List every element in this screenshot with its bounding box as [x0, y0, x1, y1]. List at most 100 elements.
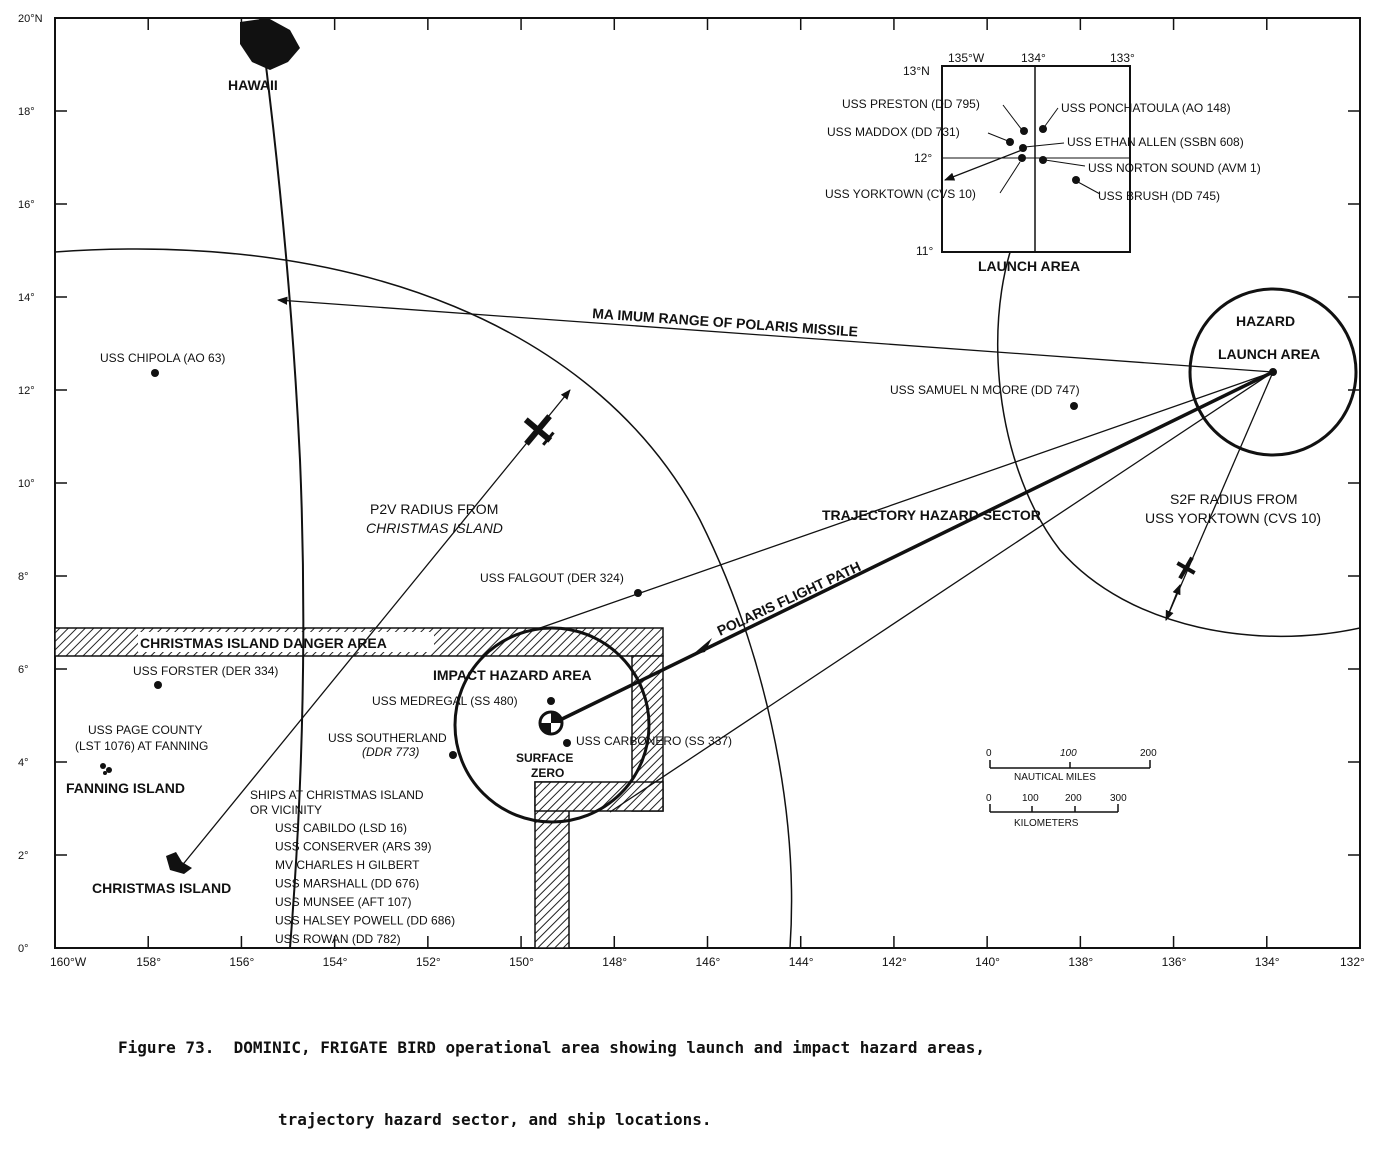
lon-tick-label: 136° [1162, 955, 1187, 969]
lon-tick-label: 148° [602, 955, 627, 969]
hawaii-label: HAWAII [228, 77, 278, 93]
lat-tick-label: 18° [18, 106, 35, 118]
inset-label-ponchatoula: USS PONCHATOULA (AO 148) [1061, 101, 1231, 115]
inset-label-preston: USS PRESTON (DD 795) [842, 97, 980, 111]
longitude-axis: 160°W 158° 156° 154° 152° 150° 148° 146° 144° 142… [50, 18, 1365, 969]
impact-hazard-label: IMPACT HAZARD AREA [433, 667, 592, 683]
caption-line-2: trajectory hazard sector, and ship locat… [278, 1110, 712, 1129]
lat-tick-label: 20°N [18, 13, 43, 25]
nm-tick-200: 200 [1140, 748, 1157, 759]
inset-lon-134: 134° [1021, 51, 1046, 65]
christmas-island-icon [166, 852, 192, 874]
danger-area-label: CHRISTMAS ISLAND DANGER AREA [140, 635, 387, 651]
ship-label-falgout: USS FALGOUT (DER 324) [480, 571, 624, 585]
s2f-radius-arrow [1165, 371, 1274, 621]
launch-point-marker [1269, 368, 1277, 376]
inset-lat-11: 11° [916, 244, 933, 258]
lon-tick-label: 152° [416, 955, 441, 969]
s2f-radius-arrow-head [1165, 584, 1181, 621]
lon-tick-label: 146° [696, 955, 721, 969]
christmas-ship-item: USS CABILDO (LSD 16) [275, 821, 407, 835]
inset-label-brush: USS BRUSH (DD 745) [1098, 189, 1220, 203]
inset-label-maddox: USS MADDOX (DD 731) [827, 125, 960, 139]
lon-tick-label: 150° [509, 955, 534, 969]
inset-lon-135: 135°W [948, 51, 985, 65]
hazard-label-1: HAZARD [1236, 313, 1295, 329]
lon-tick-label: 144° [789, 955, 814, 969]
hazard-launch-circle [1188, 287, 1358, 457]
km-tick-100: 100 [1022, 793, 1039, 804]
lat-tick-label: 8° [18, 571, 29, 583]
lat-tick-label: 4° [18, 757, 29, 769]
ship-label-page-county: USS PAGE COUNTY [88, 723, 202, 737]
christmas-ship-item: USS HALSEY POWELL (DD 686) [275, 914, 455, 928]
christmas-ships-header: SHIPS AT CHRISTMAS ISLAND [250, 788, 424, 802]
s2f-aircraft-icon [1176, 556, 1196, 580]
p2v-aircraft-icon [523, 414, 555, 446]
lat-tick-label: 6° [18, 664, 29, 676]
latitude-axis: 20°N 18° 16° 14° 12° 10° 8° 6° 4° 2° 0° [18, 13, 1360, 955]
lon-tick-label: 154° [323, 955, 348, 969]
inset-label-norton-sound: USS NORTON SOUND (AVM 1) [1088, 161, 1261, 175]
km-label: KILOMETERS [1014, 818, 1079, 829]
impact-hazard-circle [453, 626, 651, 824]
ship-label-page-county-2: (LST 1076) AT FANNING [75, 739, 208, 753]
lon-tick-label: 156° [229, 955, 254, 969]
km-tick-300: 300 [1110, 793, 1127, 804]
christmas-ships-list: USS CABILDO (LSD 16) USS CONSERVER (ARS 3… [275, 821, 455, 946]
flight-path-arrowhead [692, 638, 712, 655]
lat-tick-label: 2° [18, 850, 29, 862]
christmas-ship-item: MV CHARLES H GILBERT [275, 858, 420, 872]
ship-label-southerland: USS SOUTHERLAND [328, 731, 447, 745]
p2v-label-1: P2V RADIUS FROM [370, 501, 498, 517]
inset-lon-133: 133° [1110, 51, 1135, 65]
lon-tick-label: 138° [1068, 955, 1093, 969]
nm-tick-100: 100 [1060, 748, 1077, 759]
lat-tick-label: 16° [18, 199, 35, 211]
lon-tick-label: 142° [882, 955, 907, 969]
lon-tick-label: 132° [1340, 955, 1365, 969]
christmas-ships-header-2: OR VICINITY [250, 803, 322, 817]
ship-label-carbonero: USS CARBONERO (SS 337) [576, 734, 732, 748]
p2v-radius-arrow [179, 389, 571, 869]
km-tick-200: 200 [1065, 793, 1082, 804]
inset-label-ethan-allen: USS ETHAN ALLEN (SSBN 608) [1067, 135, 1244, 149]
fanning-island-label: FANNING ISLAND [66, 780, 185, 796]
max-range-arrow [276, 296, 1274, 373]
surface-zero-label-1: SURFACE [516, 751, 573, 765]
hazard-label-2: LAUNCH AREA [1218, 346, 1320, 362]
lon-tick-label: 140° [975, 955, 1000, 969]
launch-area-inset [941, 65, 1131, 253]
maximum-range-arc [259, 18, 305, 948]
surface-zero-label-2: ZERO [531, 766, 564, 780]
trajectory-sector-label: TRAJECTORY HAZARD SECTOR [822, 507, 1041, 523]
figure-caption: Figure 73. DOMINIC, FRIGATE BIRD operati… [118, 988, 1368, 1156]
inset-title: LAUNCH AREA [978, 258, 1080, 274]
sector-line-lower [609, 371, 1274, 813]
lat-tick-label: 14° [18, 292, 35, 304]
max-range-label: MA IMUM RANGE OF POLARIS MISSILE [592, 305, 859, 340]
s2f-radius-arc [996, 214, 1360, 638]
nautical-miles-scale [989, 760, 1151, 769]
hawaii-island-icon [240, 18, 300, 70]
km-tick-0: 0 [986, 793, 992, 804]
caption-line-1: Figure 73. DOMINIC, FRIGATE BIRD operati… [118, 1038, 985, 1057]
kilometers-scale [989, 804, 1119, 813]
ship-label-southerland-2: (DDR 773) [362, 745, 419, 759]
lat-tick-label: 0° [18, 943, 29, 955]
p2v-radius-arc [55, 248, 793, 948]
lat-tick-label: 12° [18, 385, 35, 397]
christmas-island-label: CHRISTMAS ISLAND [92, 880, 231, 896]
map-figure: 160°W 158° 156° 154° 152° 150° 148° 146° 144° 142… [18, 13, 1365, 969]
lon-tick-label: 158° [136, 955, 161, 969]
ship-label-samuel-moore: USS SAMUEL N MOORE (DD 747) [890, 383, 1080, 397]
polaris-flight-path [559, 370, 1274, 722]
lat-tick-label: 10° [18, 478, 35, 490]
lon-tick-label: 160°W [50, 955, 87, 969]
inset-label-yorktown: USS YORKTOWN (CVS 10) [825, 187, 976, 201]
surface-zero-icon [538, 710, 564, 736]
christmas-ship-item: USS MUNSEE (AFT 107) [275, 895, 411, 909]
ship-label-chipola: USS CHIPOLA (AO 63) [100, 351, 225, 365]
lon-tick-label: 134° [1255, 955, 1280, 969]
christmas-ship-item: USS CONSERVER (ARS 39) [275, 840, 432, 854]
